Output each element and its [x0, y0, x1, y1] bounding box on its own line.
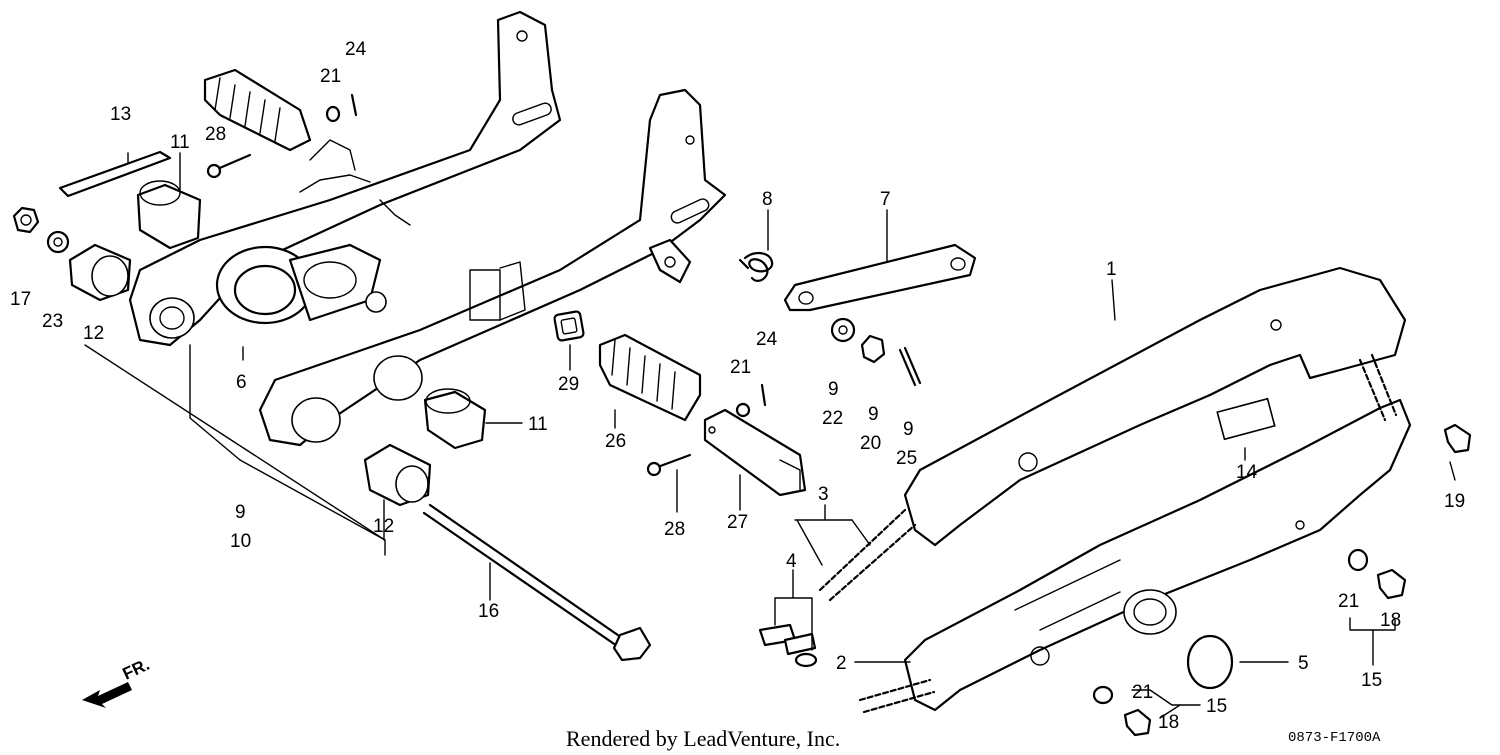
washer-23 — [46, 230, 70, 254]
master-link-4 — [758, 623, 818, 668]
label-4: 4 — [786, 551, 797, 572]
label-28-lower: 28 — [664, 519, 685, 540]
label-15-right: 15 — [1361, 670, 1382, 691]
label-5: 5 — [1298, 653, 1309, 674]
label-20: 20 — [860, 433, 881, 454]
label-2: 2 — [836, 653, 847, 674]
label-14: 14 — [1236, 462, 1258, 483]
render-credit: Rendered by LeadVenture, Inc. — [566, 726, 840, 751]
swing-arm-lower — [258, 88, 727, 447]
label-7: 7 — [880, 189, 891, 210]
washer-9-22 — [830, 317, 856, 343]
footpeg-shaft-27 — [703, 408, 807, 497]
label-6: 6 — [236, 372, 247, 393]
washer-21-upper — [325, 105, 341, 123]
label-28-upper: 28 — [205, 124, 226, 145]
front-direction-label: FR. — [120, 655, 153, 684]
label-13: 13 — [110, 104, 131, 125]
spacer-29 — [553, 310, 585, 342]
label-9-pin: 9 — [903, 419, 914, 440]
collar-12-left — [68, 243, 132, 302]
label-22: 22 — [822, 408, 843, 429]
label-8: 8 — [762, 189, 773, 210]
washer-21-right — [1347, 548, 1369, 572]
label-27: 27 — [727, 512, 748, 533]
spring-8 — [738, 252, 774, 282]
label-9-nut: 9 — [868, 404, 879, 425]
label-19: 19 — [1444, 491, 1465, 512]
bushing-11-lower — [423, 388, 487, 450]
bushing-11-upper — [136, 180, 202, 250]
front-direction-arrow — [82, 682, 132, 708]
link-plate-7 — [783, 243, 977, 312]
label-1: 1 — [1106, 259, 1117, 280]
label-24-upper: 24 — [345, 39, 367, 60]
bolt-18-bottom — [1123, 708, 1152, 737]
washer-21-mid — [735, 402, 751, 418]
pivot-boss-6 — [215, 243, 387, 325]
label-15-bottom: 15 — [1206, 696, 1227, 717]
label-11-upper: 11 — [170, 132, 190, 153]
washer-21-bottom — [1092, 685, 1114, 705]
label-21-bottom: 21 — [1132, 682, 1153, 703]
drawing-code: 0873-F1700A — [1288, 730, 1381, 746]
label-18-bottom: 18 — [1158, 712, 1179, 733]
label-21-mid: 21 — [730, 357, 751, 378]
label-24-mid: 24 — [756, 329, 778, 350]
pin-28-upper — [206, 153, 252, 179]
label-9-arm: 9 — [235, 502, 246, 523]
label-26: 26 — [605, 431, 626, 452]
cotter-pin-9-25 — [898, 346, 922, 387]
leader-lines — [84, 152, 1456, 719]
label-21-upper: 21 — [320, 66, 341, 87]
nut-17 — [12, 206, 40, 234]
label-9-washer: 9 — [828, 379, 839, 400]
label-21-right: 21 — [1338, 591, 1359, 612]
label-16: 16 — [478, 601, 499, 622]
chain-case-lower-2 — [903, 398, 1412, 712]
collar-12-right — [363, 443, 432, 507]
bolt-19 — [1443, 423, 1472, 454]
callout-labels: 1 2 3 4 5 6 7 8 9 10 9 22 9 20 9 25 11 1… — [10, 39, 1465, 751]
chain-case-1 — [903, 266, 1407, 547]
plate-13 — [58, 150, 172, 198]
label-25: 25 — [896, 448, 917, 469]
label-12-left: 12 — [83, 323, 104, 344]
label-12-right: 12 — [373, 516, 394, 537]
cap-5 — [1186, 634, 1234, 690]
bolt-18-right — [1376, 568, 1407, 600]
label-11-lower: 11 — [528, 414, 548, 435]
label-18-right: 18 — [1380, 610, 1401, 631]
label-10: 10 — [230, 531, 251, 552]
pin-28-lower — [646, 453, 692, 477]
label-17: 17 — [10, 289, 31, 310]
footpeg-rubber-26 — [598, 333, 702, 422]
cotter-pin-24-mid — [760, 383, 767, 407]
label-23: 23 — [42, 311, 63, 332]
footpeg-rubber-upper — [203, 68, 312, 152]
pivot-bolt-16 — [422, 503, 652, 662]
label-3: 3 — [818, 484, 829, 505]
drive-chain-3 — [818, 353, 1398, 714]
nut-9-20 — [860, 334, 886, 364]
label-29: 29 — [558, 374, 579, 395]
cotter-pin-24-upper — [350, 93, 358, 117]
